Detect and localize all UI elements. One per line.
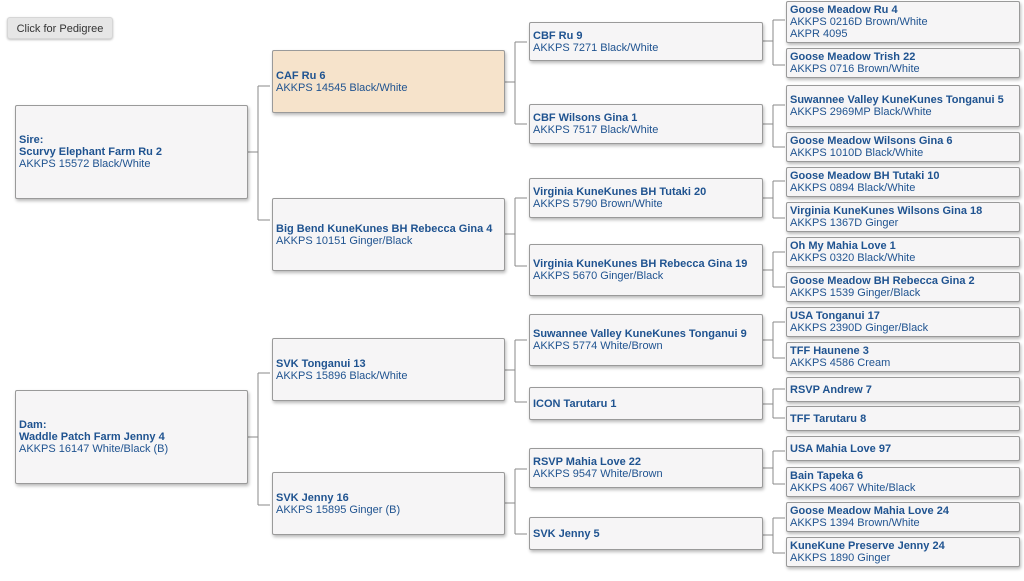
animal-name: Virginia KuneKunes BH Tutaki 20	[533, 186, 707, 198]
animal-name: ICON Tarutaru 1	[533, 397, 617, 410]
pedigree-node-gen4[interactable]: Goose Meadow Trish 22 AKKPS 0716 Brown/W…	[786, 48, 1020, 78]
pedigree-node-gen4[interactable]: Goose Meadow Wilsons Gina 6 AKKPS 1010D …	[786, 132, 1020, 162]
animal-registration: AKKPS 4067 White/Black	[790, 482, 916, 494]
animal-registration: AKKPS 5774 White/Brown	[533, 340, 663, 352]
animal-registration: AKKPS 0716 Brown/White	[790, 63, 920, 75]
pedigree-node-gen4[interactable]: RSVP Andrew 7	[786, 377, 1020, 402]
animal-name: CBF Ru 9	[533, 29, 583, 42]
sire-label: Sire:	[19, 134, 44, 146]
pedigree-node-gen2[interactable]: SVK Tonganui 13 AKKPS 15896 Black/White	[272, 338, 505, 401]
pedigree-node-gen2[interactable]: CAF Ru 6 AKKPS 14545 Black/White	[272, 50, 505, 113]
sire-name: Scurvy Elephant Farm Ru 2	[19, 146, 163, 158]
animal-name: Suwannee Valley KuneKunes Tonganui 9	[533, 328, 747, 340]
pedigree-node-gen2[interactable]: Big Bend KuneKunes BH Rebecca Gina 4 AKK…	[272, 198, 505, 271]
animal-registration: AKKPS 0320 Black/White	[790, 252, 916, 264]
pedigree-node-gen4[interactable]: Goose Meadow Ru 4 AKKPS 0216D Brown/Whit…	[786, 1, 1020, 43]
pedigree-node-gen4[interactable]: Suwannee Valley KuneKunes Tonganui 5 AKK…	[786, 85, 1020, 127]
pedigree-node-gen3[interactable]: CBF Ru 9 AKKPS 7271 Black/White	[529, 22, 763, 61]
animal-name: CBF Wilsons Gina 1	[533, 112, 638, 124]
animal-registration: AKKPS 15896 Black/White	[276, 369, 408, 382]
animal-name: SVK Jenny 16	[276, 491, 349, 504]
animal-registration: AKKPS 2969MP Black/White	[790, 106, 932, 118]
animal-name: Big Bend KuneKunes BH Rebecca Gina 4	[276, 222, 493, 235]
animal-registration: AKKPS 5670 Ginger/Black	[533, 270, 664, 282]
animal-registration: AKKPS 5790 Brown/White	[533, 198, 663, 210]
pedigree-node-gen4[interactable]: Goose Meadow BH Rebecca Gina 2 AKKPS 153…	[786, 272, 1020, 302]
sire-node[interactable]: Sire: Scurvy Elephant Farm Ru 2 AKKPS 15…	[15, 105, 248, 199]
animal-registration: AKKPS 10151 Ginger/Black	[276, 234, 413, 247]
pedigree-node-gen3[interactable]: Virginia KuneKunes BH Rebecca Gina 19 AK…	[529, 244, 763, 296]
pedigree-node-gen3[interactable]: RSVP Mahia Love 22 AKKPS 9547 White/Brow…	[529, 448, 763, 488]
dam-name: Waddle Patch Farm Jenny 4	[19, 431, 165, 443]
pedigree-node-gen4[interactable]: Goose Meadow Mahia Love 24 AKKPS 1394 Br…	[786, 502, 1020, 532]
animal-registration: AKKPS 4586 Cream	[790, 357, 891, 369]
animal-name: RSVP Andrew 7	[790, 383, 872, 396]
animal-name: Virginia KuneKunes BH Rebecca Gina 19	[533, 258, 748, 270]
animal-registration: AKKPS 0216D Brown/White	[790, 16, 928, 28]
animal-name: Goose Meadow BH Rebecca Gina 2	[790, 275, 975, 287]
animal-registration: AKKPS 1890 Ginger	[790, 552, 891, 564]
dam-registration: AKKPS 16147 White/Black (B)	[19, 443, 169, 455]
animal-registration: AKKPS 1394 Brown/White	[790, 517, 920, 529]
pedigree-node-gen4[interactable]: Goose Meadow BH Tutaki 10 AKKPS 0894 Bla…	[786, 167, 1020, 197]
animal-name: USA Mahia Love 97	[790, 442, 892, 455]
animal-name: RSVP Mahia Love 22	[533, 456, 642, 468]
sire-registration: AKKPS 15572 Black/White	[19, 158, 151, 170]
animal-name: CAF Ru 6	[276, 69, 326, 82]
animal-name: Goose Meadow Ru 4	[790, 4, 898, 16]
animal-name: Goose Meadow Mahia Love 24	[790, 505, 949, 517]
animal-registration: AKKPS 15895 Ginger (B)	[276, 503, 401, 516]
pedigree-node-gen2[interactable]: SVK Jenny 16 AKKPS 15895 Ginger (B)	[272, 472, 505, 535]
animal-registration: AKKPS 7517 Black/White	[533, 124, 659, 136]
animal-name: SVK Tonganui 13	[276, 357, 366, 370]
pedigree-node-gen4[interactable]: USA Mahia Love 97	[786, 436, 1020, 461]
animal-name: KuneKune Preserve Jenny 24	[790, 540, 945, 552]
animal-name: USA Tonganui 17	[790, 310, 880, 322]
pedigree-node-gen4[interactable]: TFF Haunene 3 AKKPS 4586 Cream	[786, 342, 1020, 372]
animal-registration: AKKPS 0894 Black/White	[790, 182, 916, 194]
dam-label: Dam:	[19, 419, 47, 431]
animal-registration: AKKPS 1010D Black/White	[790, 147, 924, 159]
pedigree-node-gen3[interactable]: CBF Wilsons Gina 1 AKKPS 7517 Black/Whit…	[529, 104, 763, 144]
animal-name: Bain Tapeka 6	[790, 470, 864, 482]
pedigree-node-gen4[interactable]: KuneKune Preserve Jenny 24 AKKPS 1890 Gi…	[786, 537, 1020, 567]
animal-name: TFF Haunene 3	[790, 345, 869, 357]
pedigree-node-gen4[interactable]: Bain Tapeka 6 AKKPS 4067 White/Black	[786, 467, 1020, 497]
animal-name: Oh My Mahia Love 1	[790, 240, 896, 252]
pedigree-node-gen3[interactable]: Virginia KuneKunes BH Tutaki 20 AKKPS 57…	[529, 178, 763, 218]
dam-node[interactable]: Dam: Waddle Patch Farm Jenny 4 AKKPS 161…	[15, 390, 248, 484]
pedigree-node-gen4[interactable]: Virginia KuneKunes Wilsons Gina 18 AKKPS…	[786, 202, 1020, 232]
pedigree-node-gen3[interactable]: Suwannee Valley KuneKunes Tonganui 9 AKK…	[529, 314, 763, 366]
animal-name: Goose Meadow BH Tutaki 10	[790, 170, 940, 182]
animal-name: SVK Jenny 5	[533, 527, 600, 540]
animal-name: TFF Tarutaru 8	[790, 412, 867, 425]
pedigree-node-gen4[interactable]: Oh My Mahia Love 1 AKKPS 0320 Black/Whit…	[786, 237, 1020, 267]
animal-name: Virginia KuneKunes Wilsons Gina 18	[790, 205, 983, 217]
animal-registration: AKKPS 1367D Ginger	[790, 217, 899, 229]
pedigree-node-gen4[interactable]: TFF Tarutaru 8	[786, 406, 1020, 431]
animal-registration: AKKPS 7271 Black/White	[533, 41, 659, 54]
animal-registration: AKKPS 14545 Black/White	[276, 81, 408, 94]
pedigree-node-gen3[interactable]: SVK Jenny 5	[529, 517, 763, 550]
pedigree-button[interactable]: Click for Pedigree	[7, 17, 113, 39]
pedigree-node-gen3[interactable]: ICON Tarutaru 1	[529, 387, 763, 420]
animal-name: Goose Meadow Trish 22	[790, 51, 916, 63]
animal-registration: AKKPS 2390D Ginger/Black	[790, 322, 929, 334]
animal-registration: AKKPS 1539 Ginger/Black	[790, 287, 921, 299]
animal-registration-secondary: AKPR 4095	[790, 28, 848, 40]
animal-registration: AKKPS 9547 White/Brown	[533, 468, 663, 480]
animal-name: Suwannee Valley KuneKunes Tonganui 5	[790, 94, 1004, 106]
animal-name: Goose Meadow Wilsons Gina 6	[790, 135, 953, 147]
pedigree-node-gen4[interactable]: USA Tonganui 17 AKKPS 2390D Ginger/Black	[786, 307, 1020, 337]
